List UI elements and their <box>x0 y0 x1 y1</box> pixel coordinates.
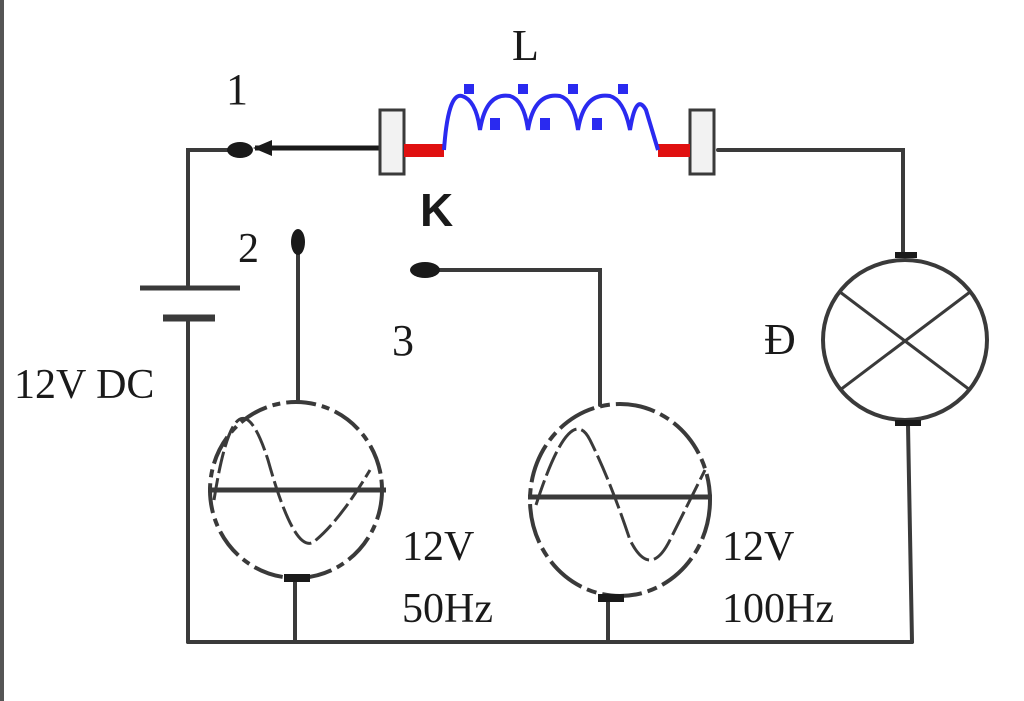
wire-right-bottom <box>906 423 914 644</box>
terminal-1-label: 1 <box>226 65 248 114</box>
wire-left-top <box>186 148 242 287</box>
source-50hz-voltage: 12V <box>402 524 474 570</box>
inductor-coil <box>442 93 660 151</box>
inductor-coil-dots <box>464 84 628 130</box>
inductor-left-contact <box>404 144 444 157</box>
switch-label: K <box>420 184 453 236</box>
inductor-left-cap <box>378 108 406 176</box>
source-100hz-voltage: 12V <box>722 524 794 570</box>
source-100hz-frequency: 100Hz <box>722 586 834 632</box>
ac-source-100hz-symbol <box>528 402 712 602</box>
terminal-1-contact <box>227 142 253 158</box>
wire-right-top <box>716 148 905 257</box>
lamp-symbol <box>821 252 989 426</box>
battery-symbol <box>140 285 240 322</box>
battery-label: 12V DC <box>14 362 154 408</box>
inductor-right-cap <box>688 108 716 176</box>
wire-terminal-3 <box>423 268 602 407</box>
terminal-3-label: 3 <box>392 316 414 365</box>
terminal-2-label: 2 <box>238 226 259 272</box>
lamp-label: Đ <box>764 315 796 364</box>
ac-source-50hz-symbol <box>208 400 386 582</box>
wiring <box>186 148 914 644</box>
inductor-label: L <box>512 21 539 70</box>
switch-arrow-tip <box>253 140 272 156</box>
terminal-3-contact[interactable] <box>410 262 440 278</box>
inductor-right-contact <box>658 144 690 157</box>
inductor-l <box>378 84 716 176</box>
terminal-2-contact[interactable] <box>291 229 305 255</box>
switch-k[interactable] <box>227 140 385 158</box>
source-50hz-frequency: 50Hz <box>402 586 493 632</box>
